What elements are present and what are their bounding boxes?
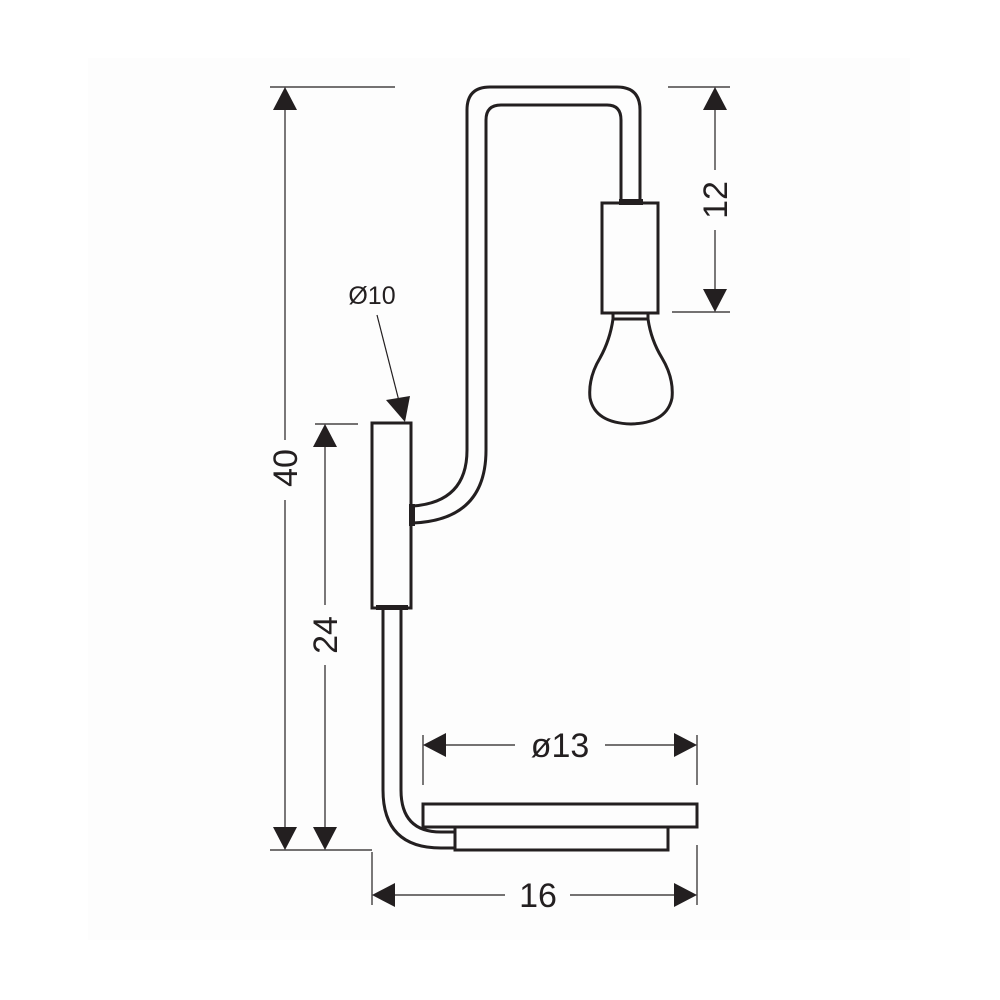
dimension-base-height: 24: [307, 423, 358, 850]
base-bottom-plate: [453, 825, 670, 852]
bulb-neck: [611, 311, 650, 321]
light-bulb: [588, 318, 674, 426]
total-height-label: 40: [267, 449, 305, 487]
dimension-socket-drop: 12: [668, 86, 735, 313]
base-height-label: 24: [307, 616, 345, 654]
lower-tube-outer: [381, 610, 455, 850]
wall-plate-diameter-label: Ø10: [348, 282, 395, 310]
upper-arm-inner: [412, 103, 623, 525]
dimension-wall-plate-diameter: Ø10: [348, 282, 410, 422]
drawing-background: [88, 58, 910, 940]
wall-plate-collar: [376, 605, 408, 610]
lamp-outline: [370, 85, 699, 852]
socket-drop-label: 12: [697, 181, 735, 219]
dimension-base-diameter: ø13: [422, 727, 698, 785]
dimension-total-height: 40: [267, 86, 395, 851]
dimension-depth: 16: [371, 845, 698, 915]
arm-joint: [409, 504, 415, 526]
depth-label: 16: [519, 877, 557, 915]
lower-tube-inner: [399, 610, 455, 834]
base-diameter-label: ø13: [531, 727, 590, 765]
upper-arm-outer: [412, 85, 642, 508]
